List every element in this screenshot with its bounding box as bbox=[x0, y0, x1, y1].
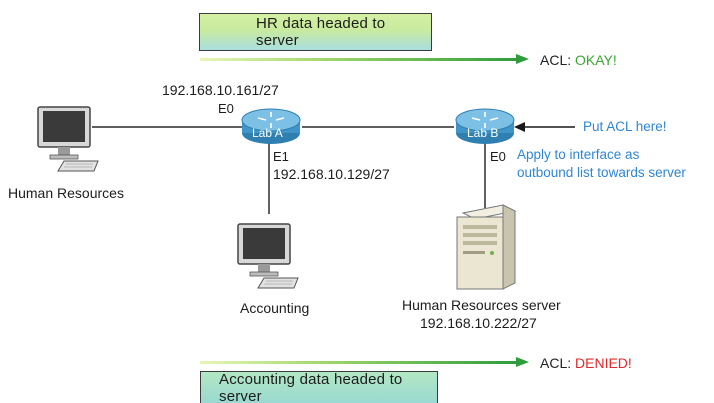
router-lab-a-label: Lab A bbox=[252, 126, 283, 140]
server-ip-label: 192.168.10.222/27 bbox=[420, 315, 537, 331]
router-lab-a bbox=[240, 107, 302, 145]
banner-accounting-data: Accounting data headed to server bbox=[200, 371, 438, 403]
accounting-host-label: Accounting bbox=[240, 300, 310, 316]
router-lab-b-label: Lab B bbox=[467, 126, 499, 140]
put-acl-here-label: Put ACL here! bbox=[583, 119, 667, 134]
banner-hr-data-label: HR data headed to server bbox=[256, 15, 386, 49]
lab-a-e0-ip: 192.168.10.161/27 bbox=[162, 82, 279, 98]
lab-a-e1-label: E1 bbox=[273, 149, 289, 164]
acl-okay-label: ACL: OKAY! bbox=[540, 52, 617, 68]
hr-computer-icon bbox=[36, 105, 100, 175]
acl-okay-result: OKAY! bbox=[575, 52, 617, 68]
server-name-label: Human Resources server bbox=[402, 297, 561, 313]
acl-denied-label: ACL: DENIED! bbox=[540, 355, 632, 371]
accounting-flow-arrow-head bbox=[516, 357, 529, 367]
accounting-flow-arrow-line bbox=[200, 361, 518, 364]
lab-b-e0-label: E0 bbox=[490, 149, 506, 164]
put-acl-arrow-head bbox=[514, 122, 525, 132]
lab-a-e0-label: E0 bbox=[218, 101, 234, 116]
router-lab-b bbox=[454, 107, 516, 145]
lab-a-e1-ip: 192.168.10.129/27 bbox=[273, 166, 390, 182]
banner-accounting-data-label: Accounting data headed to server bbox=[219, 370, 403, 403]
hr-flow-arrow-head bbox=[516, 54, 529, 64]
server-icon bbox=[453, 203, 519, 291]
hr-host-label: Human Resources bbox=[8, 185, 124, 201]
apply-interface-line-2: outbound list towards server bbox=[517, 165, 686, 180]
banner-hr-data: HR data headed to server bbox=[199, 13, 432, 51]
hr-flow-arrow-line bbox=[200, 58, 518, 61]
accounting-computer-icon bbox=[236, 222, 300, 292]
apply-interface-line-1: Apply to interface as bbox=[517, 147, 640, 162]
acl-denied-result: DENIED! bbox=[575, 355, 632, 371]
